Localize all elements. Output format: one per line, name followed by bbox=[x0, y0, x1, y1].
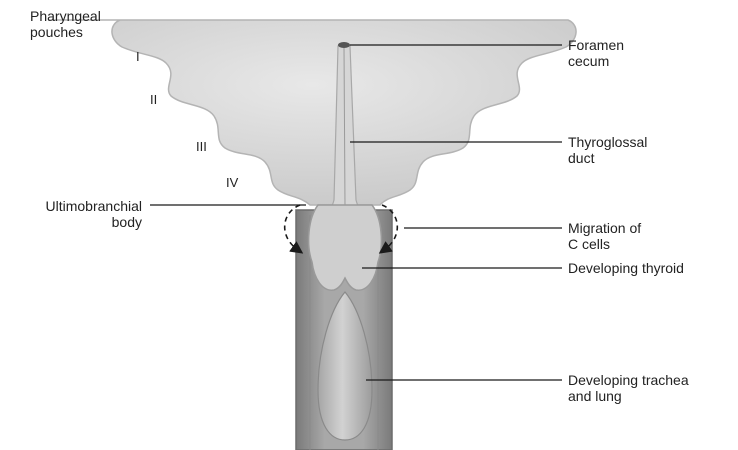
pharynx-shape bbox=[48, 20, 576, 205]
pouch-numeral-1: I bbox=[136, 50, 140, 64]
label-thyroglossal-duct: Thyroglossal duct bbox=[568, 134, 647, 166]
label-developing-trachea-lung: Developing trachea and lung bbox=[568, 372, 689, 404]
pouch-numeral-3: III bbox=[196, 140, 207, 154]
pouch-numeral-2: II bbox=[150, 93, 157, 107]
label-pharyngeal-pouches: Pharyngeal pouches bbox=[30, 8, 101, 40]
label-foramen-cecum: Foramen cecum bbox=[568, 37, 624, 69]
label-ultimobranchial-body: Ultimobranchial body bbox=[10, 198, 142, 230]
pouch-numeral-4: IV bbox=[226, 176, 238, 190]
label-developing-thyroid: Developing thyroid bbox=[568, 260, 684, 276]
label-migration-c-cells: Migration of C cells bbox=[568, 220, 641, 252]
developing-thyroid bbox=[309, 205, 382, 290]
foramen-cecum-pit bbox=[338, 42, 350, 48]
